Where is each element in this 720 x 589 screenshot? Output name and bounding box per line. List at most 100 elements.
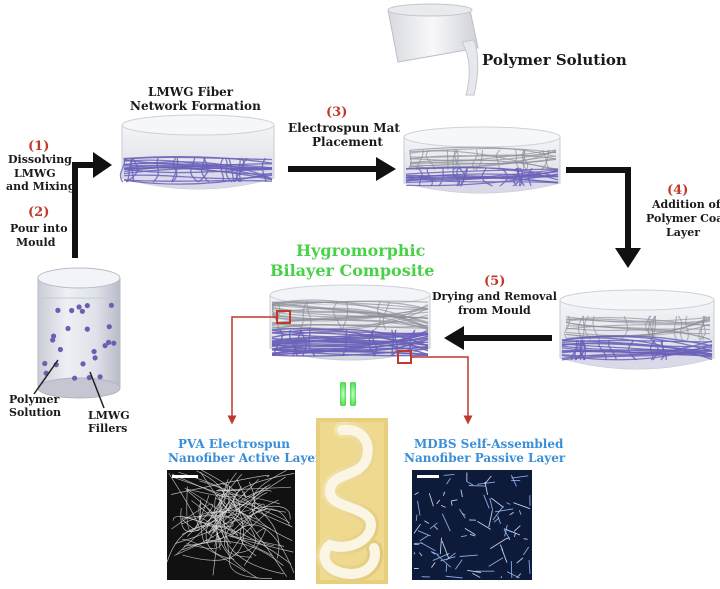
fiber-strand — [426, 167, 433, 187]
fiber-strand — [574, 339, 586, 361]
filler-dot — [106, 339, 112, 345]
mdbs-crystal — [459, 554, 478, 557]
fiber-strand — [565, 325, 711, 335]
step2-number: (2) — [28, 205, 49, 220]
step4-text-line1: Addition of — [651, 198, 720, 211]
pva-fiber — [181, 510, 253, 526]
mdbs-crystal — [477, 521, 491, 530]
fiber-strand — [647, 315, 656, 341]
pva-fiber — [168, 473, 200, 531]
fiber-strand — [409, 159, 557, 170]
pva-fiber — [215, 472, 259, 579]
fiber-strand — [119, 157, 126, 183]
mdbs-crystal — [488, 557, 504, 567]
step1-text-line3: and Mixing — [6, 180, 76, 193]
pva-fiber — [230, 508, 291, 534]
fiber-strand — [171, 157, 178, 183]
mdbs-crystal — [424, 520, 430, 524]
mdbs-crystal — [413, 552, 416, 555]
mdbs-crystal — [513, 502, 531, 510]
mdbs-crystal — [495, 508, 514, 513]
filler-dot — [102, 343, 108, 349]
fiber-strand — [123, 161, 273, 180]
step4-text-line3: Layer — [666, 226, 700, 239]
mdbs-crystal — [509, 511, 515, 516]
pva-fiber — [233, 473, 295, 530]
mdbs-crystal — [443, 473, 455, 476]
filler-dot — [51, 333, 57, 339]
mdbs-crystal — [522, 546, 530, 556]
pva-fiber — [171, 503, 214, 537]
pva-fiber — [223, 476, 286, 524]
fiber-strand — [452, 167, 459, 187]
fiber-strand — [271, 302, 429, 324]
mdbs-crystal — [503, 528, 513, 533]
mdbs-scale-bar — [417, 475, 439, 478]
fiber-strand — [341, 329, 348, 357]
mdbs-crystal — [441, 540, 450, 559]
mdbs-crystal — [460, 535, 467, 538]
mdbs-crystal — [414, 492, 419, 496]
mdbs-crystal — [499, 544, 504, 551]
composite-passive-layer — [271, 327, 429, 357]
fiber-strand — [438, 167, 444, 187]
step2-text-line1: Pour into — [10, 222, 68, 235]
pva-fiber — [176, 489, 272, 555]
hygromorphic-label-line1: Hygromorphic — [296, 241, 426, 260]
network-label-line1: LMWG Fiber — [148, 85, 234, 99]
step5-text-line1: Drying and Removal — [432, 290, 557, 303]
filler-dot — [42, 360, 48, 367]
mdbs-crystal — [428, 493, 434, 507]
step2-text-line2: Mould — [16, 236, 56, 249]
pva-fiber — [186, 486, 210, 532]
mdbs-crystal — [417, 530, 431, 537]
step4-number: (4) — [667, 183, 688, 198]
mdbs-crystal — [490, 538, 507, 549]
fiber-strand — [405, 169, 559, 179]
mdbs-crystal — [450, 499, 458, 502]
step4-text-line2: Polymer Coat — [646, 212, 720, 225]
fiber-strand — [123, 165, 273, 175]
mdbs-crystal — [484, 481, 489, 495]
pva-fiber — [187, 469, 237, 498]
fiber-strand — [523, 149, 529, 171]
filler-dot — [108, 302, 114, 308]
filler-dot — [84, 303, 90, 309]
fiber-strand — [561, 337, 713, 361]
mdbs-crystal — [472, 573, 481, 578]
mdbs-crystal — [523, 538, 528, 540]
pva-fiber — [182, 507, 244, 561]
fiber-strand — [271, 301, 429, 310]
fiber-strand — [540, 149, 547, 171]
pva-fiber — [251, 492, 293, 542]
polymer-solution-top-label: Polymer Solution — [482, 51, 627, 69]
arrow-step-1-2 — [72, 162, 95, 258]
mdbs-crystal — [491, 497, 504, 508]
mdbs-crystal — [469, 533, 476, 537]
lmwg-pointer — [89, 371, 105, 409]
lmwg-label-line2: Fillers — [88, 422, 127, 435]
filler-dot — [55, 307, 61, 313]
pva-fiber — [183, 481, 256, 547]
mdbs-crystal — [464, 528, 476, 536]
mdbs-micrograph — [412, 470, 532, 580]
fiber-strand — [224, 157, 233, 183]
fiber-strand — [650, 315, 657, 341]
mdbs-crystal — [431, 562, 436, 568]
filler-dot — [65, 325, 71, 332]
mdbs-crystal — [493, 517, 500, 523]
fiber-strand — [405, 173, 559, 187]
mdbs-crystal — [445, 575, 463, 579]
filler-dot — [80, 361, 86, 367]
mdbs-crystal — [441, 513, 451, 532]
fiber-strand — [227, 157, 235, 183]
filler-dot — [92, 355, 98, 361]
mdbs-crystal — [432, 552, 450, 562]
filler-dot — [57, 346, 64, 353]
filler-dot — [84, 326, 90, 332]
pva-fiber — [182, 539, 246, 572]
mdbs-crystal — [506, 571, 520, 579]
filler-dot — [97, 374, 103, 380]
step1-text-line1: Dissolving — [8, 153, 72, 166]
